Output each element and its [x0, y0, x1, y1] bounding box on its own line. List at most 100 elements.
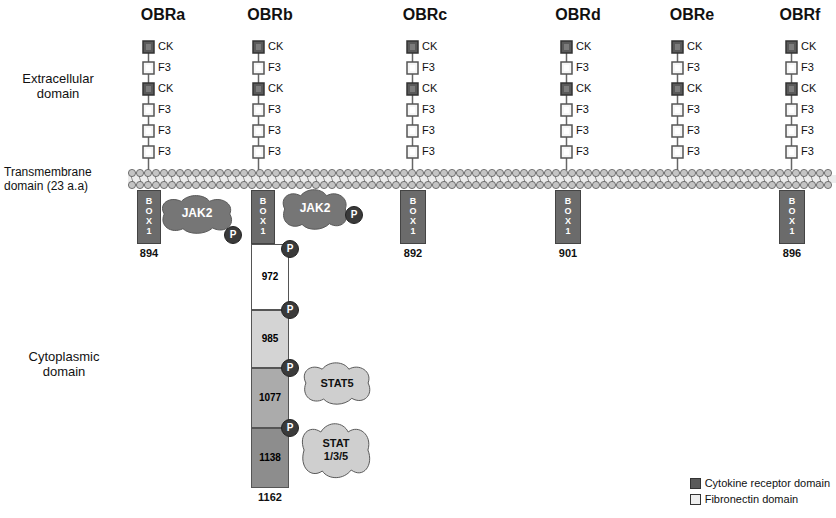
domain-square-core — [256, 128, 261, 134]
lipid-head — [160, 169, 167, 176]
lipid-head — [240, 169, 247, 176]
domain-square — [407, 146, 418, 158]
domain-label: F3 — [158, 124, 171, 137]
domain-square — [143, 146, 154, 158]
lipid-head — [704, 181, 711, 188]
lipid-head — [592, 181, 599, 188]
legend-swatch — [690, 478, 701, 489]
node-text: JAK2 — [300, 202, 331, 216]
lipid-head — [176, 169, 183, 176]
domain-label: CK — [268, 82, 283, 95]
node-text: JAK2 — [182, 207, 213, 221]
lipid-head — [792, 181, 799, 188]
residue-number: 894 — [129, 247, 169, 260]
lipid-head — [792, 169, 799, 176]
domain-square-core — [789, 44, 794, 50]
node-text: STAT5 — [320, 377, 353, 390]
lipid-head — [608, 181, 615, 188]
lipid-head — [584, 181, 591, 188]
lipid-head — [312, 169, 319, 176]
lipid-head — [512, 181, 519, 188]
phospho-circle-outline — [282, 420, 299, 437]
lipid-head — [712, 169, 719, 176]
lipid-head — [128, 169, 135, 176]
domain-label: CK — [158, 82, 173, 95]
lipid-head — [232, 169, 239, 176]
lipid-head — [504, 181, 511, 188]
domain-label: F3 — [687, 103, 700, 116]
lipid-head — [560, 181, 567, 188]
lipid-head — [808, 169, 815, 176]
lipid-head — [456, 169, 463, 176]
lipid-head — [392, 169, 399, 176]
legend-text: Cytokine receptor domain — [705, 477, 830, 489]
domain-square — [561, 41, 572, 53]
lipid-head — [152, 181, 159, 188]
domain-square — [143, 104, 154, 116]
domain-square-outline — [407, 41, 418, 53]
domain-square — [253, 104, 264, 116]
lipid-head — [688, 169, 695, 176]
domain-square-outline — [253, 62, 264, 74]
domain-square — [786, 62, 797, 74]
lipid-head — [232, 181, 239, 188]
node-text: 985 — [262, 333, 279, 345]
lipid-head — [784, 181, 791, 188]
lipid-head — [600, 169, 607, 176]
extracellular-stack — [561, 41, 572, 170]
lipid-head — [552, 181, 559, 188]
lipid-head — [336, 181, 343, 188]
domain-square-outline — [786, 41, 797, 53]
lipid-head — [184, 181, 191, 188]
lipid-head — [656, 181, 663, 188]
lipid-head — [288, 181, 295, 188]
domain-label: CK — [687, 40, 702, 53]
domain-square — [407, 41, 418, 53]
lipid-head — [224, 181, 231, 188]
jak2-protein: JAK2 — [279, 187, 351, 231]
domain-square-outline — [561, 125, 572, 137]
lipid-head — [520, 181, 527, 188]
lipid-head — [600, 181, 607, 188]
lipid-head — [480, 169, 487, 176]
domain-square-core — [410, 86, 415, 92]
lipid-head — [544, 181, 551, 188]
lipid-head — [200, 181, 207, 188]
domain-square-outline — [143, 146, 154, 158]
node-text: STAT 1/3/5 — [312, 437, 360, 462]
lipid-head — [760, 181, 767, 188]
lipid-head — [272, 169, 279, 176]
domain-square-outline — [143, 41, 154, 53]
domain-label: F3 — [687, 124, 700, 137]
lipid-head — [576, 169, 583, 176]
lipid-head — [384, 181, 391, 188]
cell-membrane — [128, 169, 836, 188]
lipid-head — [224, 169, 231, 176]
lipid-head — [752, 169, 759, 176]
domain-square — [672, 104, 683, 116]
domain-label: F3 — [801, 61, 814, 74]
domain-label: F3 — [158, 61, 171, 74]
domain-label: F3 — [801, 103, 814, 116]
lipid-head — [384, 169, 391, 176]
isoform-title: OBRd — [548, 6, 608, 24]
domain-square — [253, 62, 264, 74]
isoform-title: OBRb — [240, 6, 300, 24]
domain-square-core — [410, 44, 415, 50]
domain-square — [672, 41, 683, 53]
domain-square-outline — [407, 83, 418, 95]
domain-square-core — [564, 128, 569, 134]
domain-square-outline — [407, 125, 418, 137]
domain-square — [253, 146, 264, 158]
lipid-head — [640, 181, 647, 188]
lipid-head — [512, 169, 519, 176]
lipid-head — [144, 169, 151, 176]
lipid-head — [808, 181, 815, 188]
domain-square-core — [146, 65, 151, 71]
lipid-head — [160, 181, 167, 188]
domain-square — [561, 62, 572, 74]
isoform-title: OBRe — [662, 6, 722, 24]
lipid-head — [672, 181, 679, 188]
cytoplasmic-segment: 1138 — [251, 428, 289, 488]
lipid-head — [208, 169, 215, 176]
